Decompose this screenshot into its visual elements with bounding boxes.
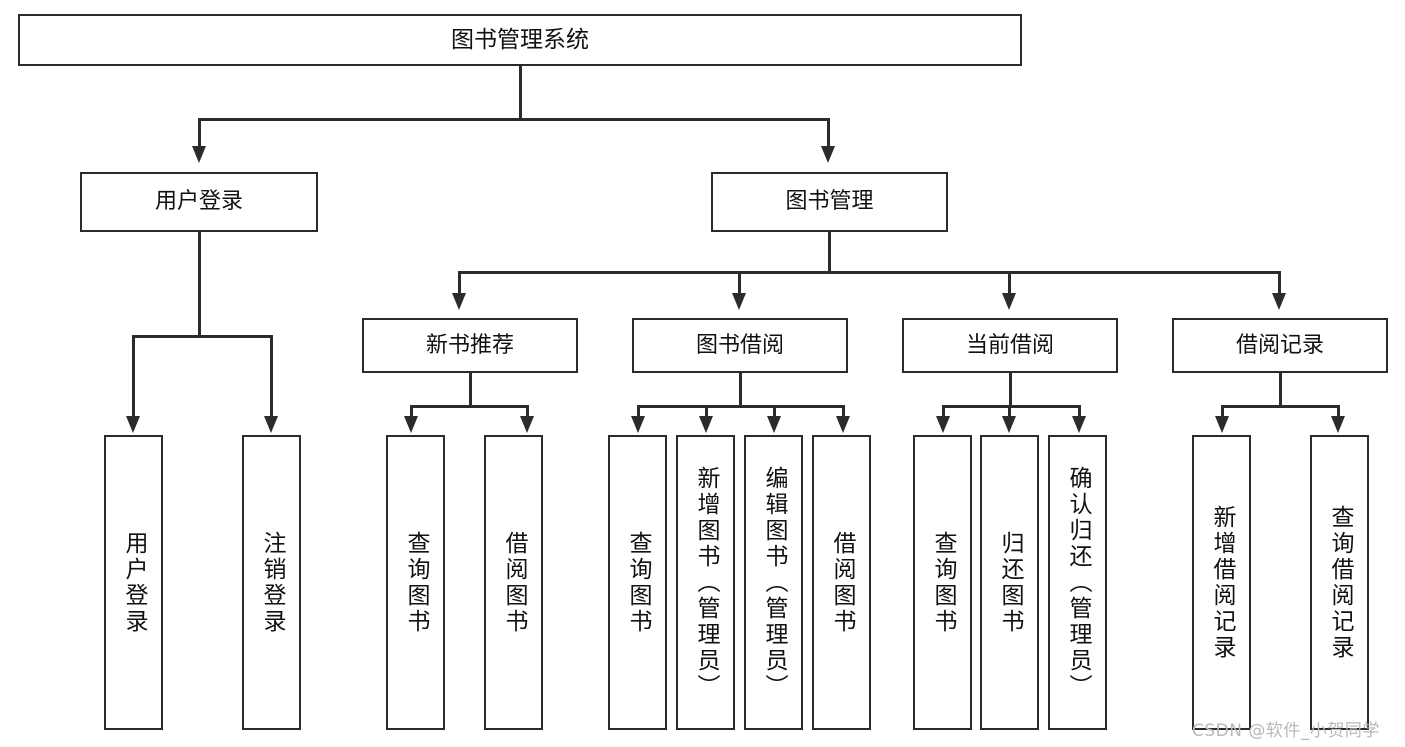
arrow-to-current-borrow (1002, 293, 1016, 310)
leaf-user-login[interactable]: 用户登录 (104, 435, 163, 730)
connector-cb-drop-1 (942, 405, 945, 418)
arrow-to-leaf-query-record (1331, 416, 1345, 433)
node-label: 用户登录 (121, 530, 147, 635)
node-label: 注销登录 (259, 530, 285, 635)
node-label: 查询图书 (930, 530, 956, 635)
connector-newbook-bar (411, 405, 528, 408)
node-label: 查询图书 (403, 530, 429, 635)
node-label: 查询借阅记录 (1327, 504, 1353, 661)
node-label: 新增借阅记录 (1209, 504, 1235, 661)
arrow-to-new-book (452, 293, 466, 310)
arrow-to-leaf-edit-book (767, 416, 781, 433)
connector-currentborrow-stem (1009, 373, 1012, 407)
arrow-to-leaf-return-book (1002, 416, 1016, 433)
node-root-system[interactable]: 图书管理系统 (18, 14, 1022, 66)
connector-userlogin-stem (198, 232, 201, 335)
node-borrow-record[interactable]: 借阅记录 (1172, 318, 1388, 373)
connector-userlogin-drop-1 (132, 335, 135, 418)
node-current-borrow[interactable]: 当前借阅 (902, 318, 1118, 373)
arrow-to-leaf-borrow-book-1 (520, 416, 534, 433)
connector-root-right-drop (827, 118, 830, 148)
node-label: 新书推荐 (425, 332, 514, 358)
node-label: 新增图书（管理员） (693, 465, 719, 700)
arrow-to-borrow-book (732, 293, 746, 310)
arrow-to-leaf-borrow-book-2 (836, 416, 850, 433)
connector-br-drop-1 (1221, 405, 1224, 418)
connector-bb-drop-1 (637, 405, 640, 418)
node-label: 编辑图书（管理员） (761, 465, 787, 700)
leaf-query-book-borrow[interactable]: 查询图书 (608, 435, 667, 730)
connector-bm-drop-1 (458, 271, 461, 295)
leaf-query-book-current[interactable]: 查询图书 (913, 435, 972, 730)
connector-borrowrecord-stem (1279, 373, 1282, 407)
connector-root-bar (199, 118, 830, 121)
leaf-query-book-newbook[interactable]: 查询图书 (386, 435, 445, 730)
connector-newbook-drop-2 (526, 405, 529, 418)
node-label: 图书借阅 (695, 332, 784, 358)
node-book-borrow[interactable]: 图书借阅 (632, 318, 848, 373)
arrow-to-leaf-add-record (1215, 416, 1229, 433)
connector-bm-drop-3 (1008, 271, 1011, 295)
connector-bookborrow-bar (638, 405, 844, 408)
connector-bb-drop-3 (773, 405, 776, 418)
connector-cb-drop-3 (1078, 405, 1081, 418)
node-label: 确认归还（管理员） (1065, 465, 1091, 700)
leaf-add-borrow-record[interactable]: 新增借阅记录 (1192, 435, 1251, 730)
connector-root-stem (519, 66, 522, 118)
node-label: 图书管理 (785, 189, 874, 215)
node-label: 当前借阅 (965, 332, 1054, 358)
leaf-add-book-admin[interactable]: 新增图书（管理员） (676, 435, 735, 730)
arrow-to-leaf-user-login (126, 416, 140, 433)
csdn-watermark: CSDN @软件_小贺同学 (1192, 721, 1380, 741)
connector-bb-drop-4 (842, 405, 845, 418)
arrow-to-leaf-query-book-3 (936, 416, 950, 433)
arrow-to-leaf-add-book (699, 416, 713, 433)
leaf-borrow-book-newbook[interactable]: 借阅图书 (484, 435, 543, 730)
arrow-to-leaf-query-book-2 (631, 416, 645, 433)
leaf-query-borrow-record[interactable]: 查询借阅记录 (1310, 435, 1369, 730)
node-label: 查询图书 (625, 530, 651, 635)
connector-br-drop-2 (1337, 405, 1340, 418)
leaf-confirm-return-admin[interactable]: 确认归还（管理员） (1048, 435, 1107, 730)
connector-bm-drop-4 (1278, 271, 1281, 295)
node-label: 借阅图书 (501, 530, 527, 635)
node-new-book-recommend[interactable]: 新书推荐 (362, 318, 578, 373)
connector-cb-drop-2 (1008, 405, 1011, 418)
node-label: 图书管理系统 (451, 26, 589, 53)
connector-root-left-drop (198, 118, 201, 148)
node-label: 借阅图书 (829, 530, 855, 635)
arrow-to-leaf-confirm-return (1072, 416, 1086, 433)
leaf-return-book[interactable]: 归还图书 (980, 435, 1039, 730)
node-user-login[interactable]: 用户登录 (80, 172, 318, 232)
connector-newbook-stem (469, 373, 472, 407)
connector-bookmanage-stem (828, 232, 831, 273)
arrow-to-book-manage (821, 146, 835, 163)
leaf-logout[interactable]: 注销登录 (242, 435, 301, 730)
arrow-to-leaf-logout (264, 416, 278, 433)
arrow-to-user-login (192, 146, 206, 163)
connector-currentborrow-bar (943, 405, 1080, 408)
node-label: 借阅记录 (1235, 332, 1324, 358)
connector-userlogin-drop-2 (270, 335, 273, 418)
leaf-borrow-book-borrow[interactable]: 借阅图书 (812, 435, 871, 730)
connector-userlogin-bar (133, 335, 272, 338)
node-label: 归还图书 (997, 530, 1023, 635)
arrow-to-borrow-record (1272, 293, 1286, 310)
connector-bookborrow-stem (739, 373, 742, 407)
connector-borrowrecord-bar (1222, 405, 1339, 408)
connector-bm-drop-2 (738, 271, 741, 295)
leaf-edit-book-admin[interactable]: 编辑图书（管理员） (744, 435, 803, 730)
node-book-manage[interactable]: 图书管理 (711, 172, 948, 232)
connector-newbook-drop-1 (410, 405, 413, 418)
connector-bb-drop-2 (705, 405, 708, 418)
connector-bookmanage-bar (459, 271, 1281, 274)
arrow-to-leaf-query-book-1 (404, 416, 418, 433)
node-label: 用户登录 (154, 189, 243, 215)
